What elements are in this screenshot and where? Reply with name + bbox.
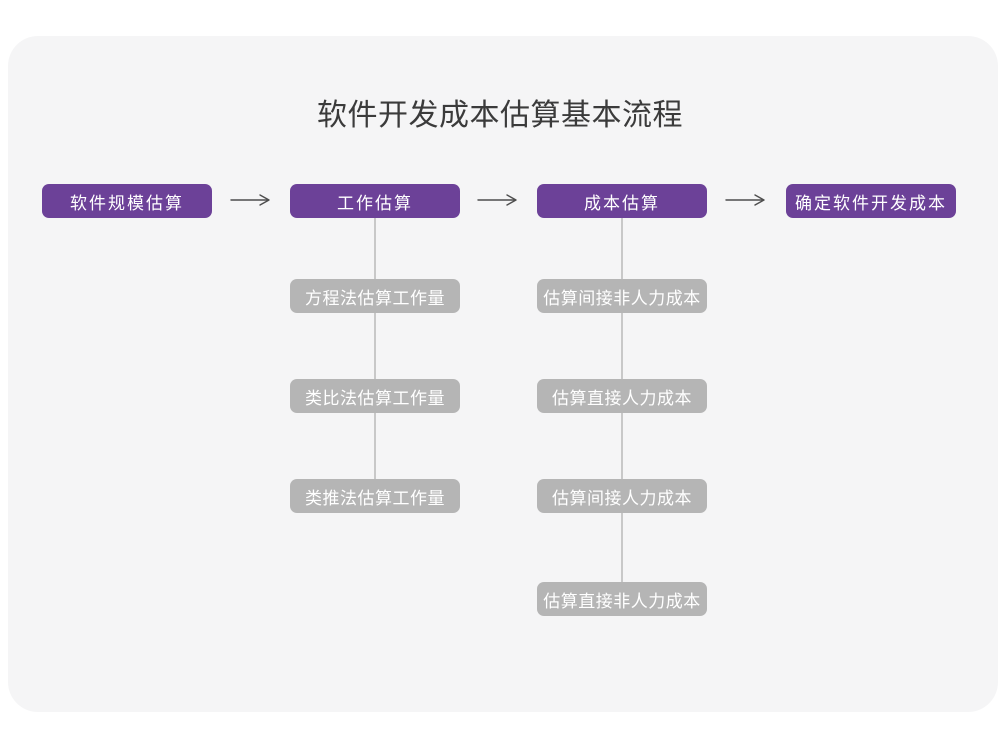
flow-substep-extrapolation-method: 类推法估算工作量 [290,479,460,513]
flow-step-work-estimation: 工作估算 [290,184,460,218]
flow-step-determine-dev-cost: 确定软件开发成本 [786,184,956,218]
flow-step-cost-estimation: 成本估算 [537,184,707,218]
flow-substep-analogy-method: 类比法估算工作量 [290,379,460,413]
flow-substep-indirect-nonlabor-cost: 估算间接非人力成本 [537,279,707,313]
arrow-right-icon [725,194,765,206]
flow-substep-indirect-labor-cost: 估算间接人力成本 [537,479,707,513]
flow-step-software-scale-estimation: 软件规模估算 [42,184,212,218]
arrow-right-icon [477,194,517,206]
flow-substep-equation-method: 方程法估算工作量 [290,279,460,313]
flow-substep-direct-labor-cost: 估算直接人力成本 [537,379,707,413]
diagram-card [8,36,998,712]
diagram-title: 软件开发成本估算基本流程 [317,99,683,132]
connector-line-work-estimation [374,218,376,479]
flow-substep-direct-nonlabor-cost: 估算直接非人力成本 [537,582,707,616]
arrow-right-icon [230,194,270,206]
